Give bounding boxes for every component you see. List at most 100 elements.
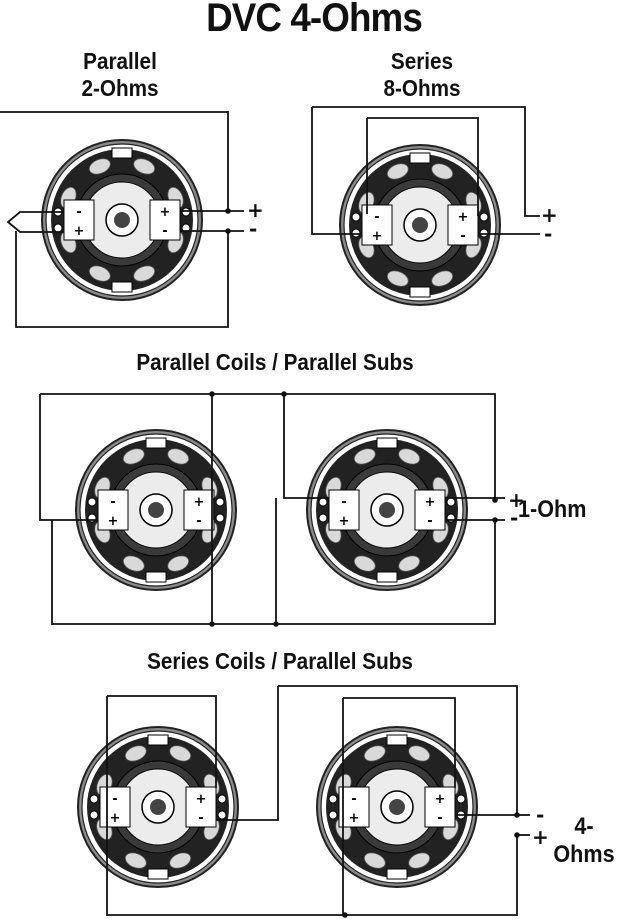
junction-dot — [273, 621, 279, 627]
series-label-line2: 8-Ohms — [383, 75, 461, 101]
terminal-sign: + — [74, 224, 85, 239]
mount-tab — [409, 286, 431, 298]
terminal-sign: - — [351, 792, 356, 807]
terminal-sign: + — [110, 811, 121, 826]
terminal-screw — [217, 810, 227, 820]
terminal-screw — [479, 228, 489, 238]
junction-dot — [225, 208, 231, 214]
wire-sp-right-bridge — [343, 697, 456, 788]
speakers-layer: -++--++--++--++--++--++- — [41, 139, 501, 888]
plus-sign: + — [532, 825, 549, 849]
minus-sign: - — [544, 222, 553, 246]
terminal-block: -+ — [63, 199, 95, 241]
terminal-screw — [87, 497, 97, 507]
basket-window — [408, 852, 431, 869]
terminal-screw — [89, 794, 99, 804]
terminal-screw — [181, 223, 191, 233]
basket-window — [363, 745, 386, 762]
terminal-sign: - — [460, 229, 465, 244]
basket-window — [88, 265, 111, 282]
basket-window — [408, 745, 431, 762]
basket-window — [124, 745, 147, 762]
terminal-plate — [414, 489, 446, 531]
terminal-plate — [183, 489, 215, 531]
dust-cap-center — [379, 502, 395, 518]
junction-dot — [492, 517, 498, 523]
wire-sp-bottom — [342, 698, 518, 916]
basket-window — [431, 163, 454, 180]
terminal-block: -+ — [338, 786, 370, 828]
minus-sign: - — [536, 803, 545, 827]
speaker-series: -++- — [339, 144, 501, 306]
result-1-ohm: 1-Ohm — [518, 496, 587, 523]
terminal-screw — [351, 228, 361, 238]
wire-pp-left-loop — [39, 394, 98, 521]
terminal-block: +- — [183, 489, 215, 531]
basket-window — [398, 448, 421, 465]
terminal-screw — [446, 497, 456, 507]
terminal-sign: - — [112, 792, 117, 807]
wire-series-plus — [312, 106, 540, 217]
basket-window — [386, 163, 409, 180]
terminal-screw — [328, 810, 338, 820]
terminal-screw — [328, 794, 338, 804]
terminal-sign: + — [435, 792, 446, 807]
speaker-sp-right: -++- — [316, 726, 478, 888]
terminal-sign: - — [437, 811, 442, 826]
junction-dot — [209, 391, 215, 397]
basket-window — [122, 555, 145, 572]
result-4-ohms: 4-Ohms — [553, 813, 615, 868]
terminal-plate — [63, 199, 95, 241]
plus-sign: + — [247, 198, 264, 222]
terminal-screw — [215, 513, 225, 523]
terminal-screw — [318, 513, 328, 523]
speaker-pp-right: -++- — [306, 429, 468, 591]
junction-dot — [281, 391, 287, 397]
dust-cap-center — [412, 217, 428, 233]
mount-tab — [376, 437, 398, 449]
junction-dot — [514, 832, 520, 838]
terminal-sign: + — [194, 495, 205, 510]
terminal-block: +- — [149, 199, 181, 241]
parallel-label-line2: 2-Ohms — [81, 75, 159, 101]
terminal-sign: - — [374, 210, 379, 225]
basket-window — [363, 852, 386, 869]
minus-sign: - — [510, 506, 519, 530]
dust-cap-center — [148, 502, 164, 518]
parallel-coils-parallel-subs-title: Parallel Coils / Parallel Subs — [136, 349, 414, 375]
terminal-block: +- — [414, 489, 446, 531]
minus-sign: - — [249, 217, 258, 241]
terminal-sign: - — [76, 205, 81, 220]
speaker-sp-left: -++- — [77, 726, 239, 888]
terminal-block: -+ — [97, 489, 129, 531]
wire-series-bridge — [367, 117, 479, 216]
terminal-plate — [328, 489, 360, 531]
page-title: DVC 4-Ohms — [206, 0, 423, 40]
basket-window — [88, 158, 111, 175]
wire-sp-top — [278, 685, 518, 815]
junction-dot — [225, 228, 231, 234]
series-label: Series 8-Ohms — [368, 48, 476, 102]
parallel-label-line1: Parallel — [83, 48, 157, 74]
terminal-sign: + — [458, 210, 469, 225]
wire-sp-left-bridge — [107, 695, 217, 788]
wire-parallel-left — [6, 211, 64, 233]
basket-window — [398, 555, 421, 572]
terminal-sign: - — [341, 495, 346, 510]
mount-tab — [147, 734, 169, 746]
terminal-screw — [351, 212, 361, 222]
basket-window — [431, 270, 454, 287]
dust-cap-center — [389, 799, 405, 815]
terminal-screw — [217, 794, 227, 804]
basket-window — [169, 745, 192, 762]
junction-dot — [492, 497, 498, 503]
dust-cap-center — [114, 212, 130, 228]
junction-dot — [342, 912, 348, 918]
wire-parallel-plus — [0, 111, 244, 212]
wire-sp-mid — [216, 686, 279, 821]
terminal-plate — [424, 786, 456, 828]
basket-window — [353, 555, 376, 572]
terminal-plate — [149, 199, 181, 241]
terminal-sign: + — [349, 811, 360, 826]
terminal-sign: + — [196, 792, 207, 807]
